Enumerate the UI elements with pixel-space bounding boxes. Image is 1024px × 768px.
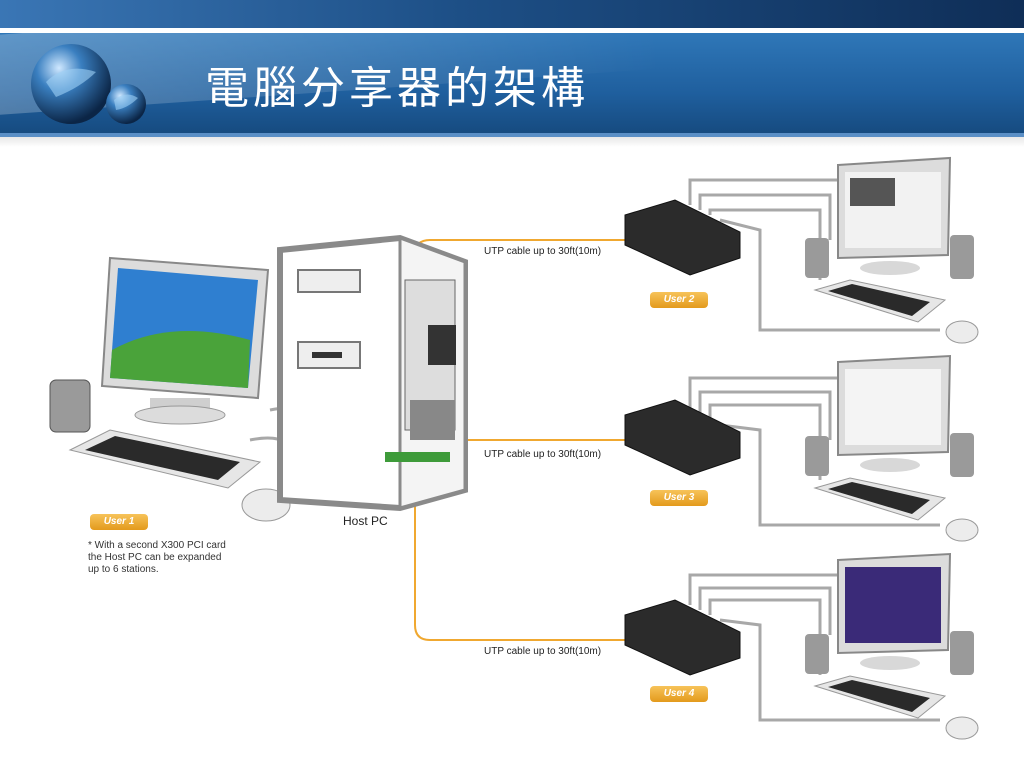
note-line: up to 6 stations. (88, 564, 159, 575)
user1-workstation (49, 256, 291, 522)
host-pc-label: Host PC (343, 514, 388, 528)
host-pc-tower (277, 234, 468, 512)
user2-badge: User 2 (650, 292, 708, 308)
globe-logo-icon (31, 44, 146, 124)
user4-badge: User 4 (650, 686, 708, 702)
note-line: * With a second X300 PCI card (88, 540, 226, 551)
user2-workstation (805, 156, 979, 344)
slide-title: 電腦分享器的架構 (205, 63, 589, 114)
user3-badge: User 3 (650, 490, 708, 506)
cable-label-user4: UTP cable up to 30ft(10m) (484, 646, 602, 657)
note-line: the Host PC can be expanded (88, 552, 222, 563)
title-shadow (0, 137, 1024, 147)
title-banner (0, 33, 1024, 133)
user4-workstation (805, 552, 979, 740)
expansion-note: * With a second X300 PCI card the Host P… (88, 540, 268, 576)
remote-workstations (805, 156, 979, 740)
cable-label-user3: UTP cable up to 30ft(10m) (484, 449, 602, 460)
hub-devices (624, 199, 741, 676)
title-separator (0, 133, 1024, 137)
user1-badge: User 1 (90, 514, 148, 530)
cable-label-user2: UTP cable up to 30ft(10m) (484, 246, 602, 257)
top-accent-bar (0, 0, 1024, 28)
user3-workstation (805, 354, 979, 542)
